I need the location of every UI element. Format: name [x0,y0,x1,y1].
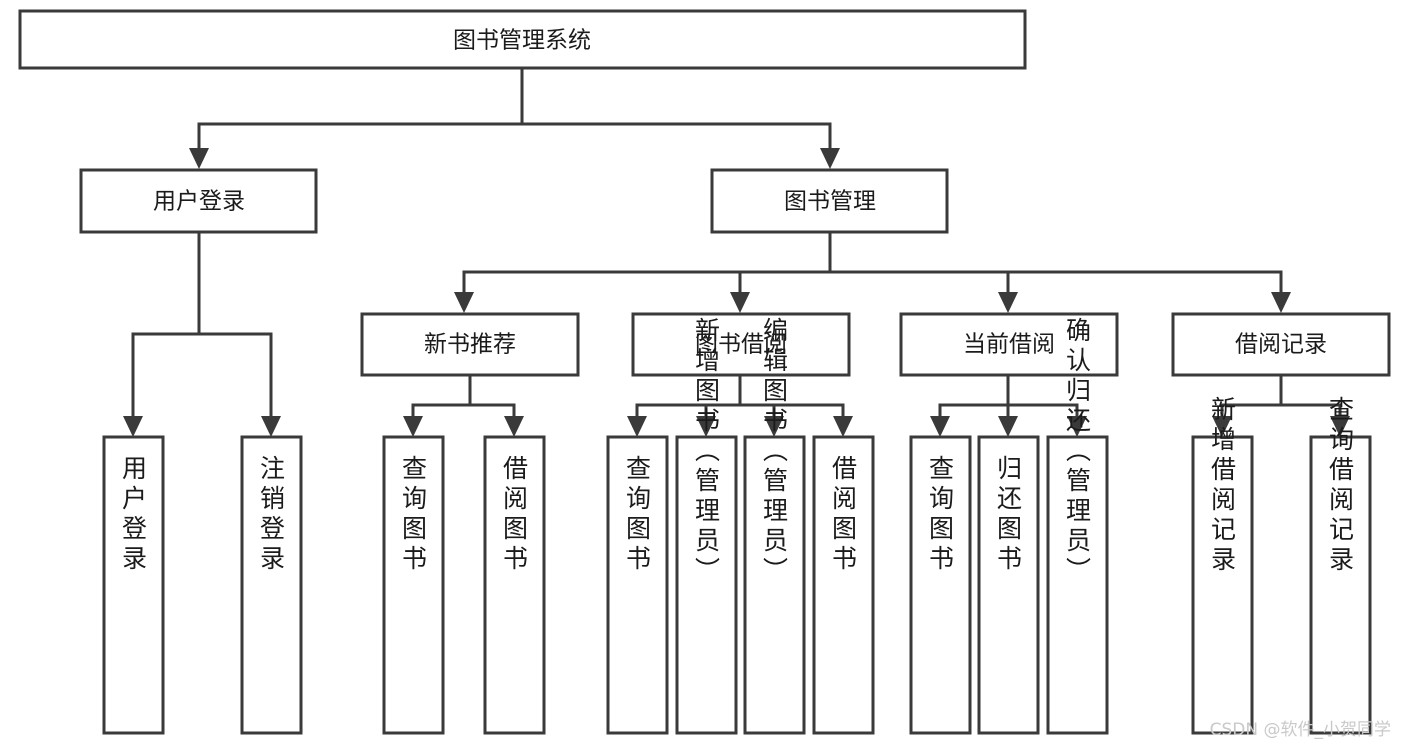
node-leaf-cu-return-label: 归还图书 [994,455,1023,575]
node-login-box[interactable] [79,168,318,234]
node-current-label: 当前借阅 [963,332,1055,358]
arrow-head-leaf-nb-borrow [504,416,524,437]
arrow-head-current [998,292,1018,313]
node-newbook-label: 新书推荐 [424,332,516,358]
node-leaf-bo-edit-box[interactable] [743,435,806,735]
node-leaf-cu-confirm[interactable]: 确认归还（管理员） [1046,317,1109,735]
arrow-head-leaf-cu-confirm [1067,416,1087,437]
arrow-head-leaf-user-logout [261,416,281,437]
node-borrow[interactable]: 图书借阅 [631,312,851,377]
node-leaf-cu-query[interactable]: 查询图书 [909,435,972,735]
node-leaf-re-query-label: 查询借阅记录 [1326,396,1355,576]
node-leaf-cu-confirm-label: 确认归还（管理员） [1063,317,1092,587]
node-leaf-cu-confirm-box[interactable] [1046,435,1109,735]
node-leaf-user-login-box[interactable] [102,435,165,735]
node-leaf-bo-add[interactable]: 新增图书（管理员） [675,317,738,735]
node-leaf-bo-borrow[interactable]: 借阅图书 [812,435,875,735]
node-record-label: 借阅记录 [1235,332,1327,358]
node-root[interactable]: 图书管理系统 [18,9,1027,70]
node-bookmgmt-label: 图书管理 [784,189,876,215]
node-leaf-cu-return[interactable]: 归还图书 [977,435,1040,735]
node-bookmgmt-box[interactable] [710,168,949,234]
node-newbook-box[interactable] [360,312,580,377]
node-borrow-box[interactable] [631,312,851,377]
arrow-head-bookmgmt [820,148,840,169]
node-leaf-cu-query-label: 查询图书 [926,455,955,575]
node-leaf-nb-borrow-label: 借阅图书 [500,455,529,575]
node-leaf-user-logout[interactable]: 注销登录 [240,435,303,735]
node-leaf-user-login-label: 用户登录 [119,455,148,575]
node-root-label: 图书管理系统 [453,28,591,54]
node-leaf-bo-query-label: 查询图书 [623,455,652,575]
node-newbook[interactable]: 新书推荐 [360,312,580,377]
arrow-head-leaf-re-add [1212,416,1232,437]
node-current-box[interactable] [899,312,1119,377]
node-leaf-re-query[interactable]: 查询借阅记录 [1309,396,1372,735]
arrow-head-leaf-cu-return [998,416,1018,437]
node-leaf-bo-add-box[interactable] [675,435,738,735]
node-leaf-bo-query[interactable]: 查询图书 [606,435,669,735]
arrow-head-leaf-bo-query [627,416,647,437]
node-leaf-nb-query-label: 查询图书 [399,455,428,575]
node-bookmgmt[interactable]: 图书管理 [710,168,949,234]
node-record[interactable]: 借阅记录 [1171,312,1391,377]
arrow-head-borrow [730,292,750,313]
arrow-head-newbook [454,292,474,313]
node-leaf-bo-add-label: 新增图书（管理员） [692,317,721,587]
node-leaf-bo-borrow-label: 借阅图书 [829,455,858,575]
node-leaf-nb-borrow[interactable]: 借阅图书 [483,435,546,735]
arrow-head-leaf-bo-borrow [833,416,853,437]
node-leaf-user-login[interactable]: 用户登录 [102,435,165,735]
node-leaf-nb-borrow-box[interactable] [483,435,546,735]
node-leaf-user-logout-label: 注销登录 [257,455,286,575]
edge-layer [123,66,1350,437]
node-leaf-bo-borrow-box[interactable] [812,435,875,735]
node-leaf-re-add[interactable]: 新增借阅记录 [1191,396,1254,735]
arrow-head-login [189,148,209,169]
csdn-watermark: CSDN @软件_小贺同学 [1209,720,1391,740]
node-root-box[interactable] [18,9,1027,70]
node-borrow-label: 图书借阅 [695,332,787,358]
arrow-head-leaf-cu-query [930,416,950,437]
arrow-head-leaf-nb-query [403,416,423,437]
node-leaf-nb-query[interactable]: 查询图书 [382,435,445,735]
node-leaf-re-add-box[interactable] [1191,435,1254,735]
node-leaf-cu-return-box[interactable] [977,435,1040,735]
node-current[interactable]: 当前借阅 [899,312,1119,377]
arrow-head-leaf-user-login [123,416,143,437]
node-login-label: 用户登录 [153,189,245,215]
node-leaf-bo-edit[interactable]: 编辑图书（管理员） [743,317,806,735]
arrow-head-leaf-re-query [1330,416,1350,437]
node-leaf-cu-query-box[interactable] [909,435,972,735]
node-leaf-re-query-box[interactable] [1309,435,1372,735]
node-leaf-user-logout-box[interactable] [240,435,303,735]
arrow-head-leaf-bo-edit [764,416,784,437]
node-leaf-nb-query-box[interactable] [382,435,445,735]
node-leaf-bo-edit-label: 编辑图书（管理员） [760,317,789,587]
node-record-box[interactable] [1171,312,1391,377]
node-login[interactable]: 用户登录 [79,168,318,234]
arrow-head-leaf-bo-add [696,416,716,437]
node-leaf-bo-query-box[interactable] [606,435,669,735]
node-leaf-re-add-label: 新增借阅记录 [1208,396,1237,576]
arrow-head-record [1271,292,1291,313]
